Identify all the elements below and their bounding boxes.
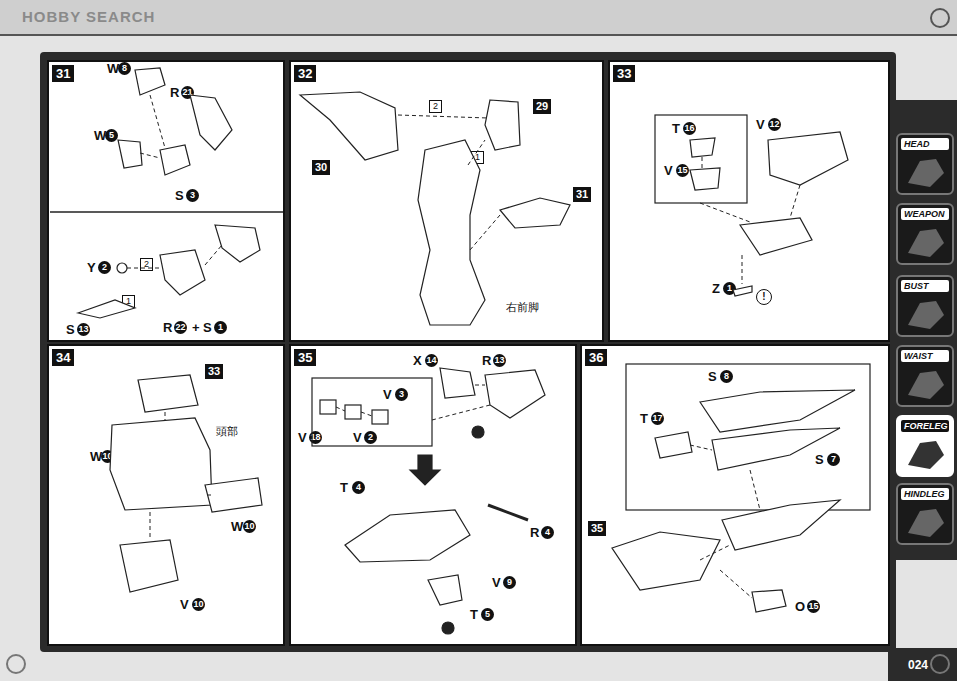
part-letter: V xyxy=(383,388,392,401)
step-number: 34 xyxy=(52,349,74,366)
section-tab: FORELEG xyxy=(896,415,954,477)
part-number: 22 xyxy=(174,321,187,334)
part-number: 1 xyxy=(723,282,736,295)
part-letter: V xyxy=(492,576,501,589)
part-letter: R xyxy=(170,86,179,99)
tab-icon xyxy=(900,223,950,261)
section-tab: HEAD xyxy=(896,133,954,195)
tab-icon xyxy=(900,503,950,541)
tab-label: HINDLEG xyxy=(901,488,949,500)
part-number: 4 xyxy=(541,526,554,539)
step-number: 31 xyxy=(52,65,74,82)
tab-label: WEAPON xyxy=(901,208,949,220)
part-letter: S xyxy=(66,323,75,336)
part-letter: S xyxy=(708,370,717,383)
part-letter: + xyxy=(192,321,200,334)
part-letter: V xyxy=(756,118,765,131)
part-number: 13 xyxy=(77,323,90,336)
step-reference: 33 xyxy=(205,364,223,379)
step-number: 36 xyxy=(585,349,607,366)
step-panel: 32 xyxy=(289,60,604,342)
part-letter: O xyxy=(795,600,805,613)
caution-mark: ! xyxy=(756,289,772,305)
step-reference: 31 xyxy=(573,187,591,202)
part-number: 14 xyxy=(425,354,438,367)
part-number: 12 xyxy=(768,118,781,131)
part-number: 13 xyxy=(493,354,506,367)
part-number: 3 xyxy=(395,388,408,401)
part-letter: V xyxy=(180,598,189,611)
part-number: 2 xyxy=(364,431,377,444)
part-name: 頭部 xyxy=(215,424,239,439)
part-letter: V xyxy=(353,431,362,444)
part-number: 3 xyxy=(186,189,199,202)
section-tab: HINDLEG xyxy=(896,483,954,545)
step-panel: 35 xyxy=(289,344,577,646)
part-letter: R xyxy=(530,526,539,539)
part-letter: S xyxy=(175,189,184,202)
part-number: 10 xyxy=(243,520,256,533)
step-panel: 36 xyxy=(580,344,890,646)
part-number: 5 xyxy=(105,129,118,142)
order-number: 2 xyxy=(140,258,153,271)
step-reference: 29 xyxy=(533,99,551,114)
part-number: 10 xyxy=(101,450,114,463)
part-letter: R xyxy=(163,321,172,334)
tab-label: WAIST xyxy=(901,350,949,362)
tab-icon xyxy=(900,153,950,191)
tab-label: HEAD xyxy=(901,138,949,150)
part-letter: T xyxy=(340,481,348,494)
order-number: 1 xyxy=(122,295,135,308)
tab-label: BUST xyxy=(901,280,949,292)
step-number: 32 xyxy=(294,65,316,82)
part-letter: Y xyxy=(87,261,96,274)
part-letter: Z xyxy=(712,282,720,295)
part-number: 15 xyxy=(676,164,689,177)
part-letter: T xyxy=(470,608,478,621)
step-panel: 34 xyxy=(47,344,285,646)
part-letter: T xyxy=(640,412,648,425)
part-number: 16 xyxy=(683,122,696,135)
part-letter: V xyxy=(664,164,673,177)
part-letter: T xyxy=(672,122,680,135)
step-number: 35 xyxy=(294,349,316,366)
section-tab: BUST xyxy=(896,275,954,337)
part-name: 右前脚 xyxy=(505,300,540,315)
part-number: 1 xyxy=(214,321,227,334)
part-letter: S xyxy=(815,453,824,466)
part-number: 7 xyxy=(827,453,840,466)
section-tab: WAIST xyxy=(896,345,954,407)
part-number: 9 xyxy=(503,576,516,589)
part-number: 4 xyxy=(352,481,365,494)
tab-icon xyxy=(900,365,950,403)
part-letter: V xyxy=(298,431,307,444)
part-letter: W xyxy=(231,520,243,533)
part-number: 18 xyxy=(309,431,322,444)
part-letter: R xyxy=(482,354,491,367)
step-panel: 33 xyxy=(608,60,890,342)
watermark: HOBBY SEARCH xyxy=(22,8,155,25)
page-number: 024 xyxy=(908,658,928,672)
part-number: 2 xyxy=(98,261,111,274)
step-reference: 30 xyxy=(312,160,330,175)
tab-icon xyxy=(900,295,950,333)
part-number: 8 xyxy=(720,370,733,383)
step-number: 33 xyxy=(613,65,635,82)
order-number: 1 xyxy=(471,151,484,164)
step-panel: 31 xyxy=(47,60,285,342)
tab-label: FORELEG xyxy=(901,420,949,432)
part-number: 15 xyxy=(807,600,820,613)
part-number: 21 xyxy=(181,86,194,99)
section-tab: WEAPON xyxy=(896,203,954,265)
tab-icon xyxy=(900,435,950,473)
part-number: 5 xyxy=(481,608,494,621)
part-letter: S xyxy=(203,321,212,334)
part-number: 17 xyxy=(651,412,664,425)
part-number: 8 xyxy=(118,62,131,75)
step-reference: 35 xyxy=(588,521,606,536)
order-number: 2 xyxy=(429,100,442,113)
part-number: 10 xyxy=(192,598,205,611)
part-letter: X xyxy=(413,354,422,367)
